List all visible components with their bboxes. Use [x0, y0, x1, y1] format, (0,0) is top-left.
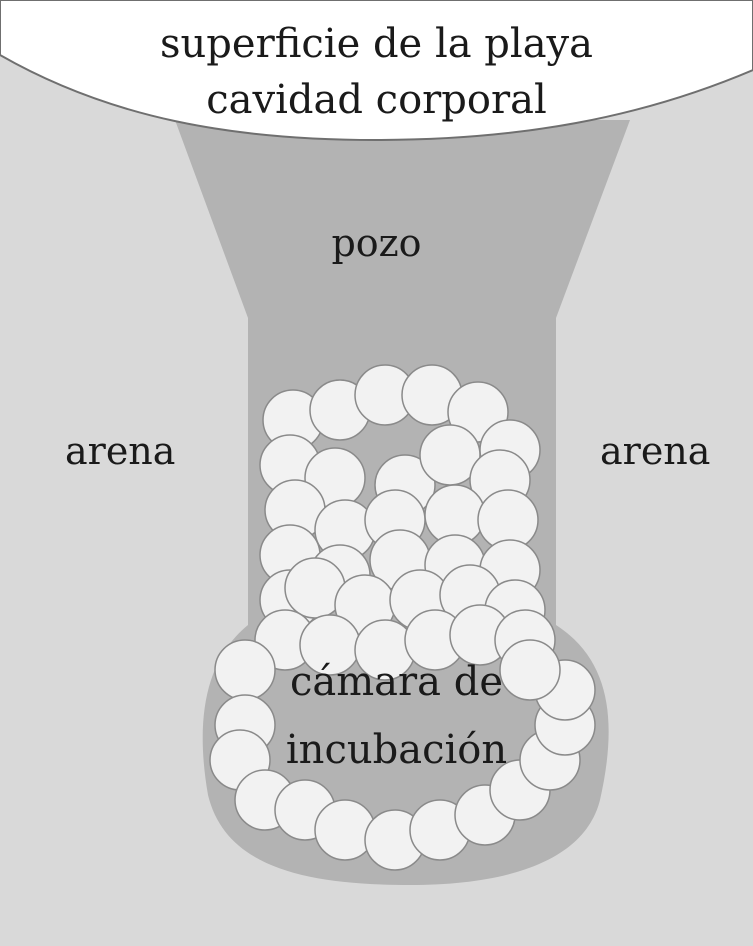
chamber-label-line2: incubación [0, 730, 753, 770]
chamber-label-line1: cámara de [0, 662, 753, 702]
body-cavity-label: cavidad corporal [0, 80, 753, 120]
shaft-label: pozo [0, 224, 753, 262]
beach-surface-label: superficie de la playa [0, 24, 753, 64]
sand-label-right: arena [600, 432, 710, 470]
sand-label-left: arena [65, 432, 175, 470]
